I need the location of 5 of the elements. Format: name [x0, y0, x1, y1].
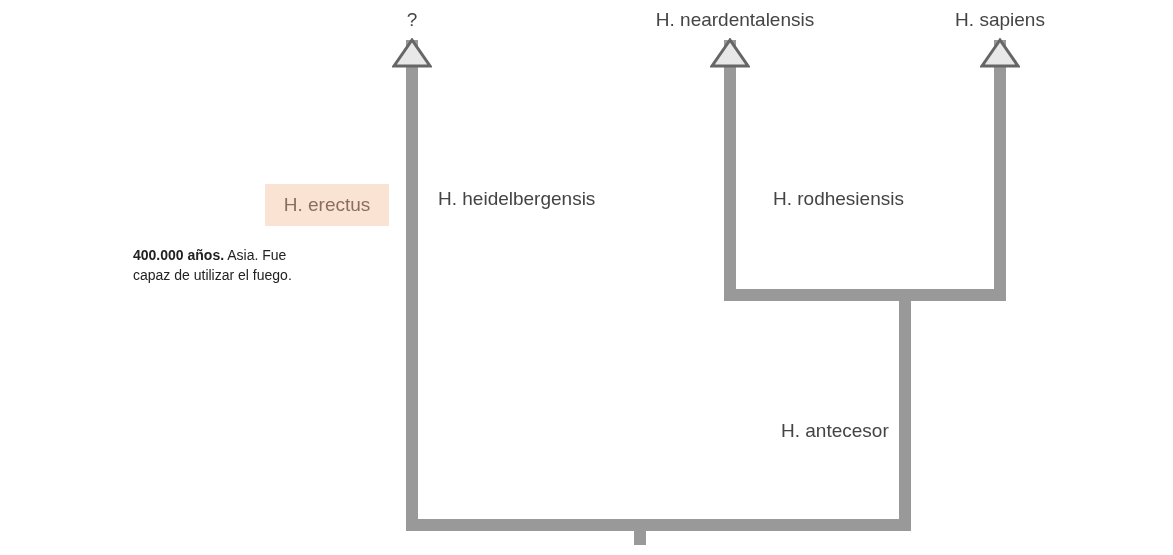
description-text: 400.000 años. Asia. Fue capaz de utilizar el fuego. [132, 246, 293, 286]
species-label: H. neardentalensis [645, 5, 825, 35]
species-label: H. sapiens [930, 5, 1070, 35]
species-label-box: H. erectus [265, 184, 389, 226]
species-label: ? [395, 5, 429, 35]
